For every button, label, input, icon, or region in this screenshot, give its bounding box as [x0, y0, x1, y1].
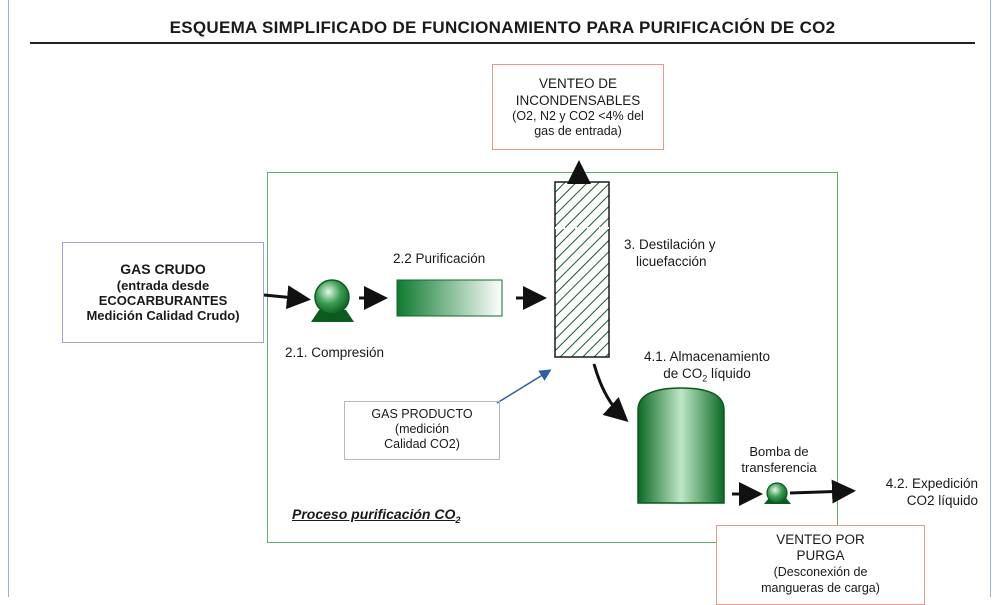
venteo-incondensables-line1: VENTEO DE: [538, 76, 617, 91]
diagram-title: ESQUEMA SIMPLIFICADO DE FUNCIONAMIENTO P…: [30, 18, 975, 44]
gas-crudo-line3: ECOCARBURANTES: [98, 293, 228, 308]
label-destilacion-2: licuefacción: [636, 254, 707, 269]
label-expedicion-2: CO2 líquido: [906, 493, 978, 508]
venteo-incondensables-line4: gas de entrada): [534, 124, 622, 138]
arrow-bomba-to-expedicion: [789, 479, 856, 504]
venteo-purga-line3: (Desconexión de: [773, 565, 868, 579]
gas-producto-line1: GAS PRODUCTO: [371, 407, 473, 421]
label-almacenamiento-2a: de CO: [663, 366, 703, 381]
label-almacenamiento-1: 4.1. Almacenamiento: [643, 349, 771, 364]
proceso-label-text: Proceso purificación CO: [292, 506, 456, 522]
arrow-destilacion-to-almacenamiento: [592, 363, 629, 423]
label-compresion: 2.1. Compresión: [285, 345, 385, 360]
venteo-purga-line1: VENTEO POR: [776, 532, 865, 547]
label-bomba: Bomba de transferencia: [729, 444, 829, 476]
gas-crudo-line2: (entrada desde: [116, 278, 210, 293]
label-bomba-1: Bomba de: [749, 444, 809, 459]
arrow-gas-producto: [496, 369, 552, 404]
purification-unit-icon: [396, 279, 503, 317]
compressor-icon: [311, 279, 354, 322]
label-expedicion: 4.2. Expedición CO2 líquido: [858, 475, 978, 509]
gas-crudo-title: GAS CRUDO: [120, 261, 206, 277]
label-almacenamiento-sub: 2: [702, 373, 708, 384]
label-almacenamiento-2b: líquido: [707, 366, 751, 381]
proceso-label: Proceso purificación CO2: [292, 506, 460, 529]
transfer-pump-icon: [764, 482, 791, 504]
venteo-purga-line4: mangueras de carga): [761, 581, 880, 595]
arrow-crudo-to-compresion: [263, 285, 311, 310]
label-expedicion-1: 4.2. Expedición: [885, 476, 978, 491]
label-almacenamiento-2: de CO2 líquido: [627, 365, 787, 388]
label-bomba-2: transferencia: [741, 460, 817, 475]
venteo-incondensables-line3: (O2, N2 y CO2 <4% del: [512, 109, 644, 123]
venteo-purga-box: VENTEO POR PURGA (Desconexión de manguer…: [716, 525, 925, 605]
gas-producto-line2: (medición: [394, 422, 450, 436]
process-boundary: [267, 172, 838, 543]
venteo-incondensables-line2: INCONDENSABLES: [515, 93, 641, 108]
distillation-column-icon: [554, 181, 610, 358]
gas-crudo-line4: Medición Calidad Crudo): [86, 308, 240, 323]
venteo-purga-line2: PURGA: [796, 548, 845, 563]
page-frame: [8, 0, 991, 597]
label-almacenamiento: 4.1. Almacenamiento de CO2 líquido: [627, 348, 787, 388]
label-destilacion-1: 3. Destilación y: [624, 237, 716, 252]
label-purificacion: 2.2 Purificación: [393, 251, 486, 266]
proceso-label-sub: 2: [455, 514, 461, 525]
gas-producto-box: GAS PRODUCTO (medición Calidad CO2): [344, 401, 500, 460]
storage-tank-icon: [637, 387, 725, 504]
venteo-incondensables-box: VENTEO DE INCONDENSABLES (O2, N2 y CO2 <…: [492, 64, 664, 150]
gas-crudo-box: GAS CRUDO (entrada desde ECOCARBURANTES …: [62, 242, 264, 343]
gas-producto-line3: Calidad CO2): [384, 437, 460, 451]
